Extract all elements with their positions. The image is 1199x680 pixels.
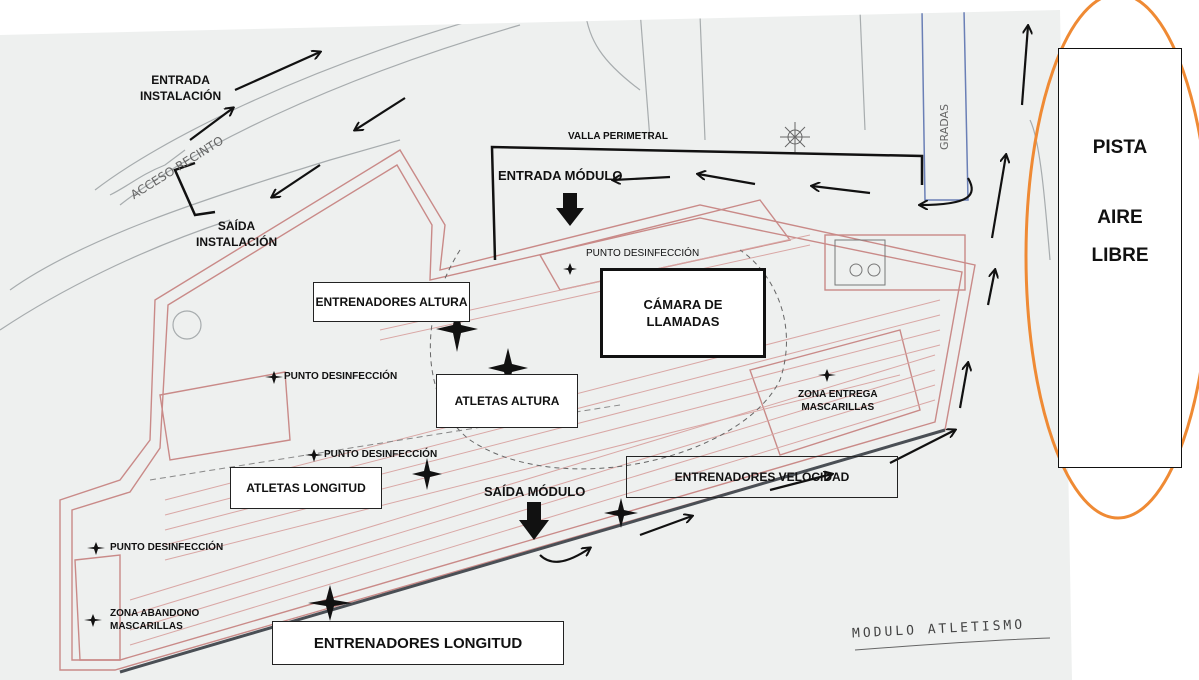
zona-abandono-label: ZONA ABANDONO MASCARILLAS [110,608,200,632]
access-bracket [173,161,216,217]
toilets-block [834,239,886,286]
gradas-stands [921,10,969,201]
perimeter-fence [490,145,924,261]
track-outline-oval [1024,0,1199,520]
saida-instalacion-label: SAÍDA INSTALACIÓN [196,219,278,249]
track-edge [119,428,946,674]
pista-aire-libre-box: PISTA AIRE LIBRE [1058,48,1182,468]
pista-line-3: LIBRE [1091,245,1149,266]
signature-underline [854,637,1051,651]
saida-modulo-label: SAÍDA MÓDULO [484,484,586,499]
gradas-label: GRADAS [938,103,951,150]
zona-entrega-label: ZONA ENTREGA MASCARILLAS [798,389,878,413]
valla-perimetral-label: VALLA PERIMETRAL [568,131,668,142]
camara-llamadas-box: CÁMARA DE LLAMADAS [600,268,766,358]
column-circle [172,310,202,340]
pista-line-2: AIRE [1097,207,1143,228]
punto-desinfeccion-bottom: PUNTO DESINFECCIÓN [110,542,224,553]
high-jump-arc [429,249,787,470]
coach-position-stars [308,306,638,621]
atletas-altura-box: ATLETAS ALTURA [436,374,578,428]
module-down-arrows [519,193,584,540]
entrada-instalacion-label: ENTRADA INSTALACIÓN [140,73,222,103]
entrada-modulo-label: ENTRADA MÓDULO [498,168,623,183]
flow-arrows [189,26,1028,563]
punto-desinfeccion-left: PUNTO DESINFECCIÓN [284,371,398,382]
punto-desinfeccion-top: PUNTO DESINFECCIÓN [586,248,700,259]
entrenadores-longitud-box: ENTRENADORES LONGITUD [272,621,564,665]
atletas-longitud-box: ATLETAS LONGITUD [230,467,382,509]
access-road [0,10,1051,331]
entrenadores-altura-box: ENTRENADORES ALTURA [313,282,470,322]
compass-icon [780,122,810,152]
entrenadores-velocidad-box: ENTRENADORES VELOCIDAD [626,456,898,498]
pista-line-1: PISTA [1092,137,1148,158]
punto-desinfeccion-mid: PUNTO DESINFECCIÓN [324,449,438,460]
paper-sheet [0,10,1072,680]
disinfection-cross-icons [84,263,836,627]
